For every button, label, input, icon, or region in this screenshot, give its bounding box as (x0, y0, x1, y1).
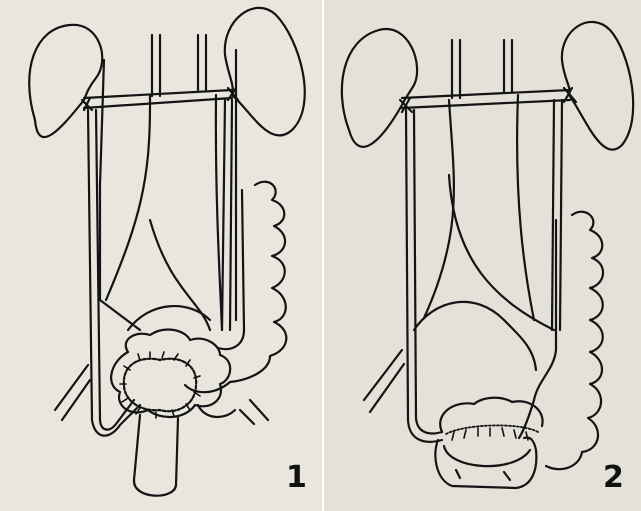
panel-2-drawing (324, 0, 641, 511)
panel-1-drawing (0, 0, 322, 511)
panel-1: 1 (0, 0, 322, 511)
panel-2-label: 2 (603, 460, 624, 495)
panel-2-background (324, 0, 641, 511)
panel-2: 2 (324, 0, 641, 511)
panel-1-label: 1 (286, 460, 307, 495)
